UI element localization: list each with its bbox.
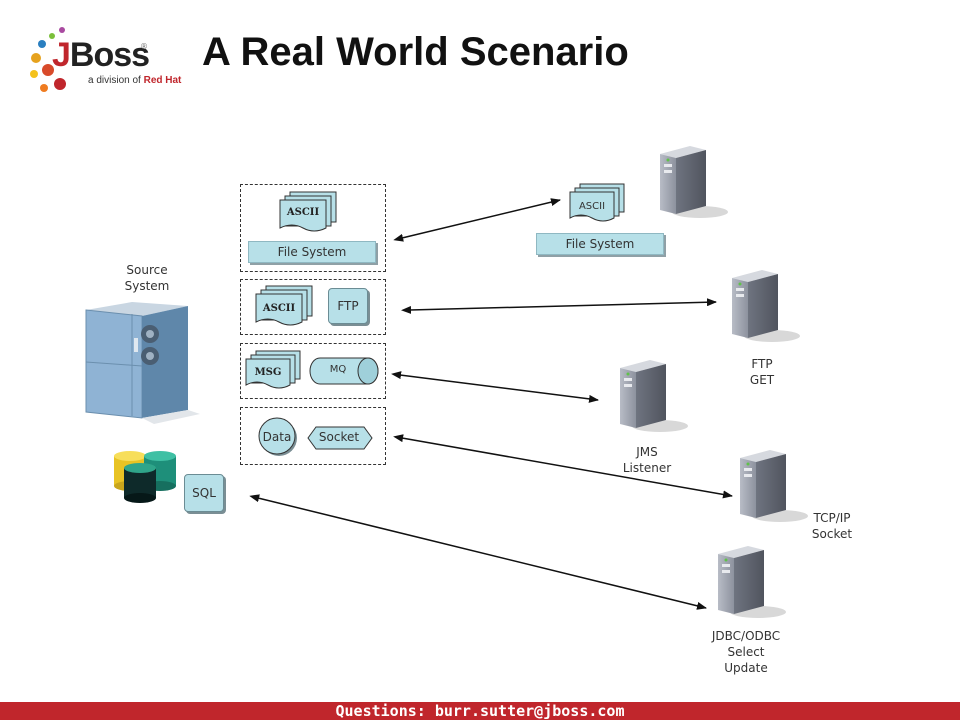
channel-file-ascii-label: ASCII: [286, 207, 320, 218]
target-jdbc-label: JDBC/ODBC Select Update: [700, 628, 792, 676]
logo-tagline: a division of Red Hat: [88, 75, 181, 86]
server-ftp-icon: [732, 270, 800, 342]
target-jdbc-line2: Select: [727, 645, 765, 659]
server-jdbc-icon: [718, 546, 786, 618]
channel-ftp-box: [240, 279, 386, 335]
target-file-ascii-label: ASCII: [578, 201, 606, 212]
channel-ftp-tile: FTP: [328, 288, 368, 324]
target-ftp-line2: GET: [749, 373, 775, 387]
arrow-jms: [391, 371, 599, 403]
data-circle-icon: [258, 417, 297, 456]
footer-questions-bar: Questions: burr.sutter@jboss.com: [0, 702, 960, 720]
server-jms-icon: [620, 360, 688, 432]
channel-mq-msg-label: MSG: [254, 367, 282, 378]
target-ftp-line1: FTP: [751, 357, 773, 371]
target-tcp-label: TCP/IP Socket: [800, 510, 864, 542]
channel-file-ascii-doc-icon: [279, 191, 337, 232]
server-file-system-icon: [660, 146, 728, 218]
source-label-line2: System: [124, 279, 170, 293]
logo-j: J: [52, 36, 71, 74]
sql-tile: SQL: [184, 474, 224, 512]
channel-ftp-ascii-label: ASCII: [262, 303, 296, 314]
arrow-ftp: [401, 298, 717, 314]
logo-tagline-brand: Red Hat: [143, 75, 182, 86]
source-label-line1: Source: [126, 263, 168, 277]
target-jdbc-line3: Update: [724, 661, 768, 675]
target-jms-label: JMS Listener: [612, 444, 682, 476]
channel-socket-box: [240, 407, 386, 465]
channel-file-system-bar: File System: [248, 241, 376, 263]
target-tcp-line1: TCP/IP: [813, 511, 851, 525]
channel-ftp-ascii-doc-icon: [255, 285, 313, 326]
target-jms-line2: Listener: [622, 461, 672, 475]
logo-tagline-prefix: a division of: [88, 75, 144, 86]
arrow-file-system: [393, 198, 561, 242]
channel-data-label: Data: [262, 430, 292, 444]
slide-title: A Real World Scenario: [202, 30, 629, 74]
logo-boss: Boss: [69, 36, 150, 74]
channel-mq-label: MQ: [329, 364, 347, 375]
channel-mq-msg-doc-icon: [245, 350, 301, 389]
target-ftp-label: FTP GET: [732, 356, 792, 388]
server-tcp-icon: [740, 450, 808, 522]
target-file-system-bar: File System: [536, 233, 664, 255]
jboss-logo: JBoss: [52, 36, 150, 75]
target-tcp-line2: Socket: [811, 527, 853, 541]
target-file-ascii-doc-icon: [569, 183, 625, 222]
channel-socket-label: Socket: [318, 430, 360, 444]
channel-mq-box: [240, 343, 386, 399]
source-system-label: Source System: [110, 262, 184, 294]
logo-registered-mark: ®: [140, 42, 148, 51]
arrow-tcp: [393, 434, 733, 499]
arrow-jdbc: [249, 494, 707, 610]
socket-hexagon-icon: [307, 426, 373, 450]
mq-cylinder-icon: [309, 357, 379, 385]
channel-file-box: [240, 184, 386, 272]
target-jms-line1: JMS: [636, 445, 658, 459]
target-jdbc-line1: JDBC/ODBC: [711, 629, 781, 643]
